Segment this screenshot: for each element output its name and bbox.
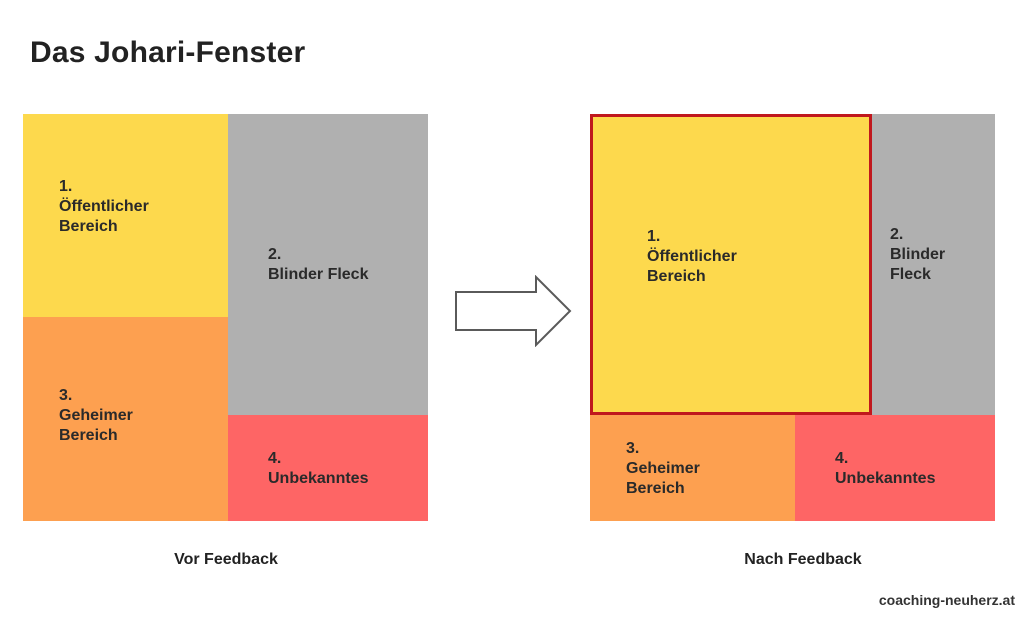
quadrant-title-line1: Öffentlicher [59,198,149,215]
quadrant-title-line1: Unbekanntes [835,470,936,487]
quadrant-number: 1. [647,228,661,245]
quadrant-number: 4. [268,450,282,467]
right-arrow-icon [455,275,572,347]
quadrant-label: 1. Öffentlicher Bereich [59,177,149,237]
quadrant-label: 4. Unbekanntes [835,449,935,489]
quadrant-title-line2: Bereich [647,268,706,285]
quadrant-label: 4. Unbekanntes [268,449,368,489]
caption-before-feedback: Vor Feedback [174,551,278,568]
quadrant-unknown: 4. Unbekanntes [228,415,428,521]
quadrant-title-line1: Blinder Fleck [268,266,369,283]
quadrant-number: 2. [890,226,904,243]
quadrant-blind-spot: 2. Blinder Fleck [871,114,995,415]
johari-window-before: 1. Öffentlicher Bereich 2. Blinder Fleck… [23,114,428,521]
page-title: Das Johari-Fenster [30,36,306,69]
quadrant-number: 3. [626,440,640,457]
footer-credit: coaching-neuherz.at [878,592,1015,608]
quadrant-title-line2: Bereich [59,218,118,235]
quadrant-public-area-highlighted: 1. Öffentlicher Bereich [590,114,872,415]
quadrant-label: 1. Öffentlicher Bereich [647,227,737,287]
caption-after-feedback: Nach Feedback [744,551,862,568]
quadrant-title-line2: Bereich [59,427,118,444]
quadrant-title-line1: Geheimer [626,460,700,477]
quadrant-label: 3. Geheimer Bereich [59,386,133,446]
quadrant-title-line1: Blinder [890,246,946,263]
quadrant-label: 3. Geheimer Bereich [626,439,700,499]
quadrant-title-line1: Öffentlicher [647,248,737,265]
quadrant-number: 1. [59,178,73,195]
quadrant-label: 2. Blinder Fleck [890,225,945,285]
quadrant-title-line2: Bereich [626,480,685,497]
quadrant-number: 2. [268,246,282,263]
quadrant-unknown: 4. Unbekanntes [795,415,995,521]
quadrant-number: 4. [835,450,849,467]
quadrant-title-line1: Unbekanntes [268,470,369,487]
quadrant-hidden-area: 3. Geheimer Bereich [23,317,228,521]
quadrant-number: 3. [59,387,73,404]
quadrant-label: 2. Blinder Fleck [268,245,368,285]
quadrant-hidden-area: 3. Geheimer Bereich [590,415,795,521]
quadrant-title-line1: Geheimer [59,407,133,424]
quadrant-public-area: 1. Öffentlicher Bereich [23,114,228,317]
quadrant-title-line2: Fleck [890,266,931,283]
johari-window-after: 2. Blinder Fleck 3. Geheimer Bereich 4. … [590,114,995,521]
quadrant-blind-spot: 2. Blinder Fleck [228,114,428,415]
